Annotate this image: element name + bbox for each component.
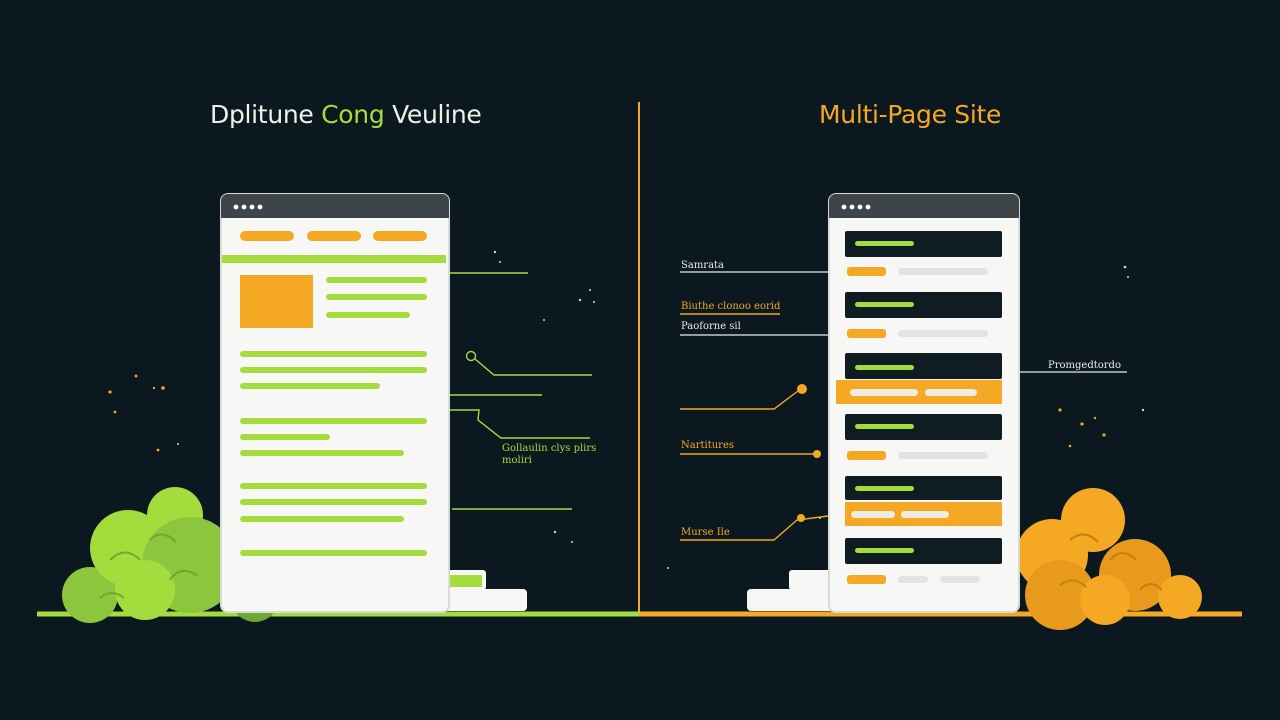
right-orange-connectors [680, 313, 829, 541]
callout-nartitures: Nartitures [681, 440, 734, 451]
title-word-3: Veuline [392, 100, 482, 129]
green-bush [62, 487, 279, 623]
callout-paoform: Paoforne sil [681, 321, 741, 332]
single-page-title: Dplitune Cong Veuline [210, 100, 482, 129]
callout-gollaulin: Gollaulin clys plirs moliri [502, 443, 597, 466]
callout-promged: Promgedtordo [1048, 360, 1121, 371]
callout-murse: Murse Ile [681, 527, 730, 538]
orange-bush [1016, 488, 1202, 630]
browser-dots-icon [841, 204, 871, 210]
white-star-dots [177, 250, 1145, 569]
star-dots [108, 374, 1106, 452]
right-connector-dots [797, 384, 821, 522]
callout-samrata: Samrata [681, 260, 725, 271]
single-page-browser-window [220, 193, 450, 613]
multi-page-browser-window [828, 193, 1020, 613]
multi-page-title: Multi-Page Site [819, 100, 1002, 129]
callout-bluthe: Biuthe clonoo eorid [681, 301, 781, 312]
left-connector-lines [450, 272, 592, 510]
title-word-1: Dplitune [210, 100, 314, 129]
browser-dots-icon [233, 204, 263, 210]
right-white-connectors [680, 271, 1127, 373]
title-word-2: Cong [321, 100, 385, 129]
